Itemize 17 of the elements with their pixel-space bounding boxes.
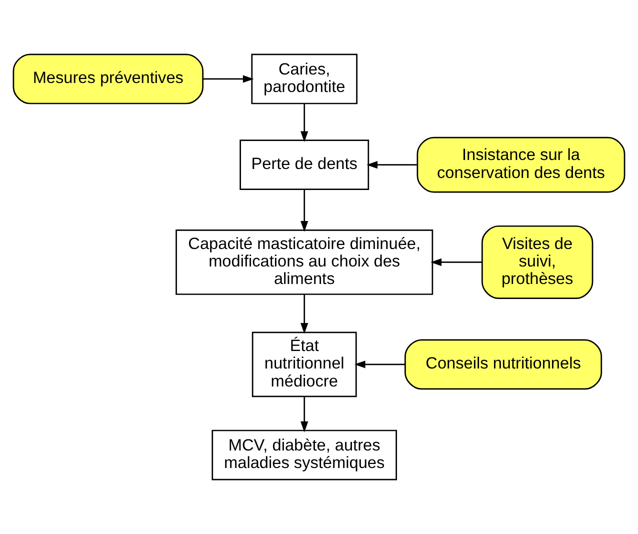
arrow	[300, 396, 308, 432]
node-box: État nutritionnel médiocre	[252, 332, 357, 398]
arrow	[300, 294, 308, 334]
node-box: Mesures préventives	[12, 54, 204, 104]
arrow	[300, 190, 308, 232]
node-box: Caries, parodontite	[251, 54, 358, 104]
node-box: Insistance sur la conservation des dents	[416, 136, 626, 193]
arrow	[366, 160, 417, 169]
arrow	[354, 360, 405, 368]
node-box: Conseils nutritionnels	[404, 339, 602, 390]
arrow	[300, 104, 308, 142]
arrow	[430, 258, 482, 266]
node-box: Capacité masticatoire diminuée, modifications au choix des aliments	[176, 230, 434, 295]
node-box: MCV, diabète, autres maladies systémiques	[212, 430, 397, 480]
node-box: Visites de suivi, prothèses	[481, 225, 594, 300]
node-box: Perte de dents	[240, 140, 370, 190]
arrow	[203, 75, 254, 83]
